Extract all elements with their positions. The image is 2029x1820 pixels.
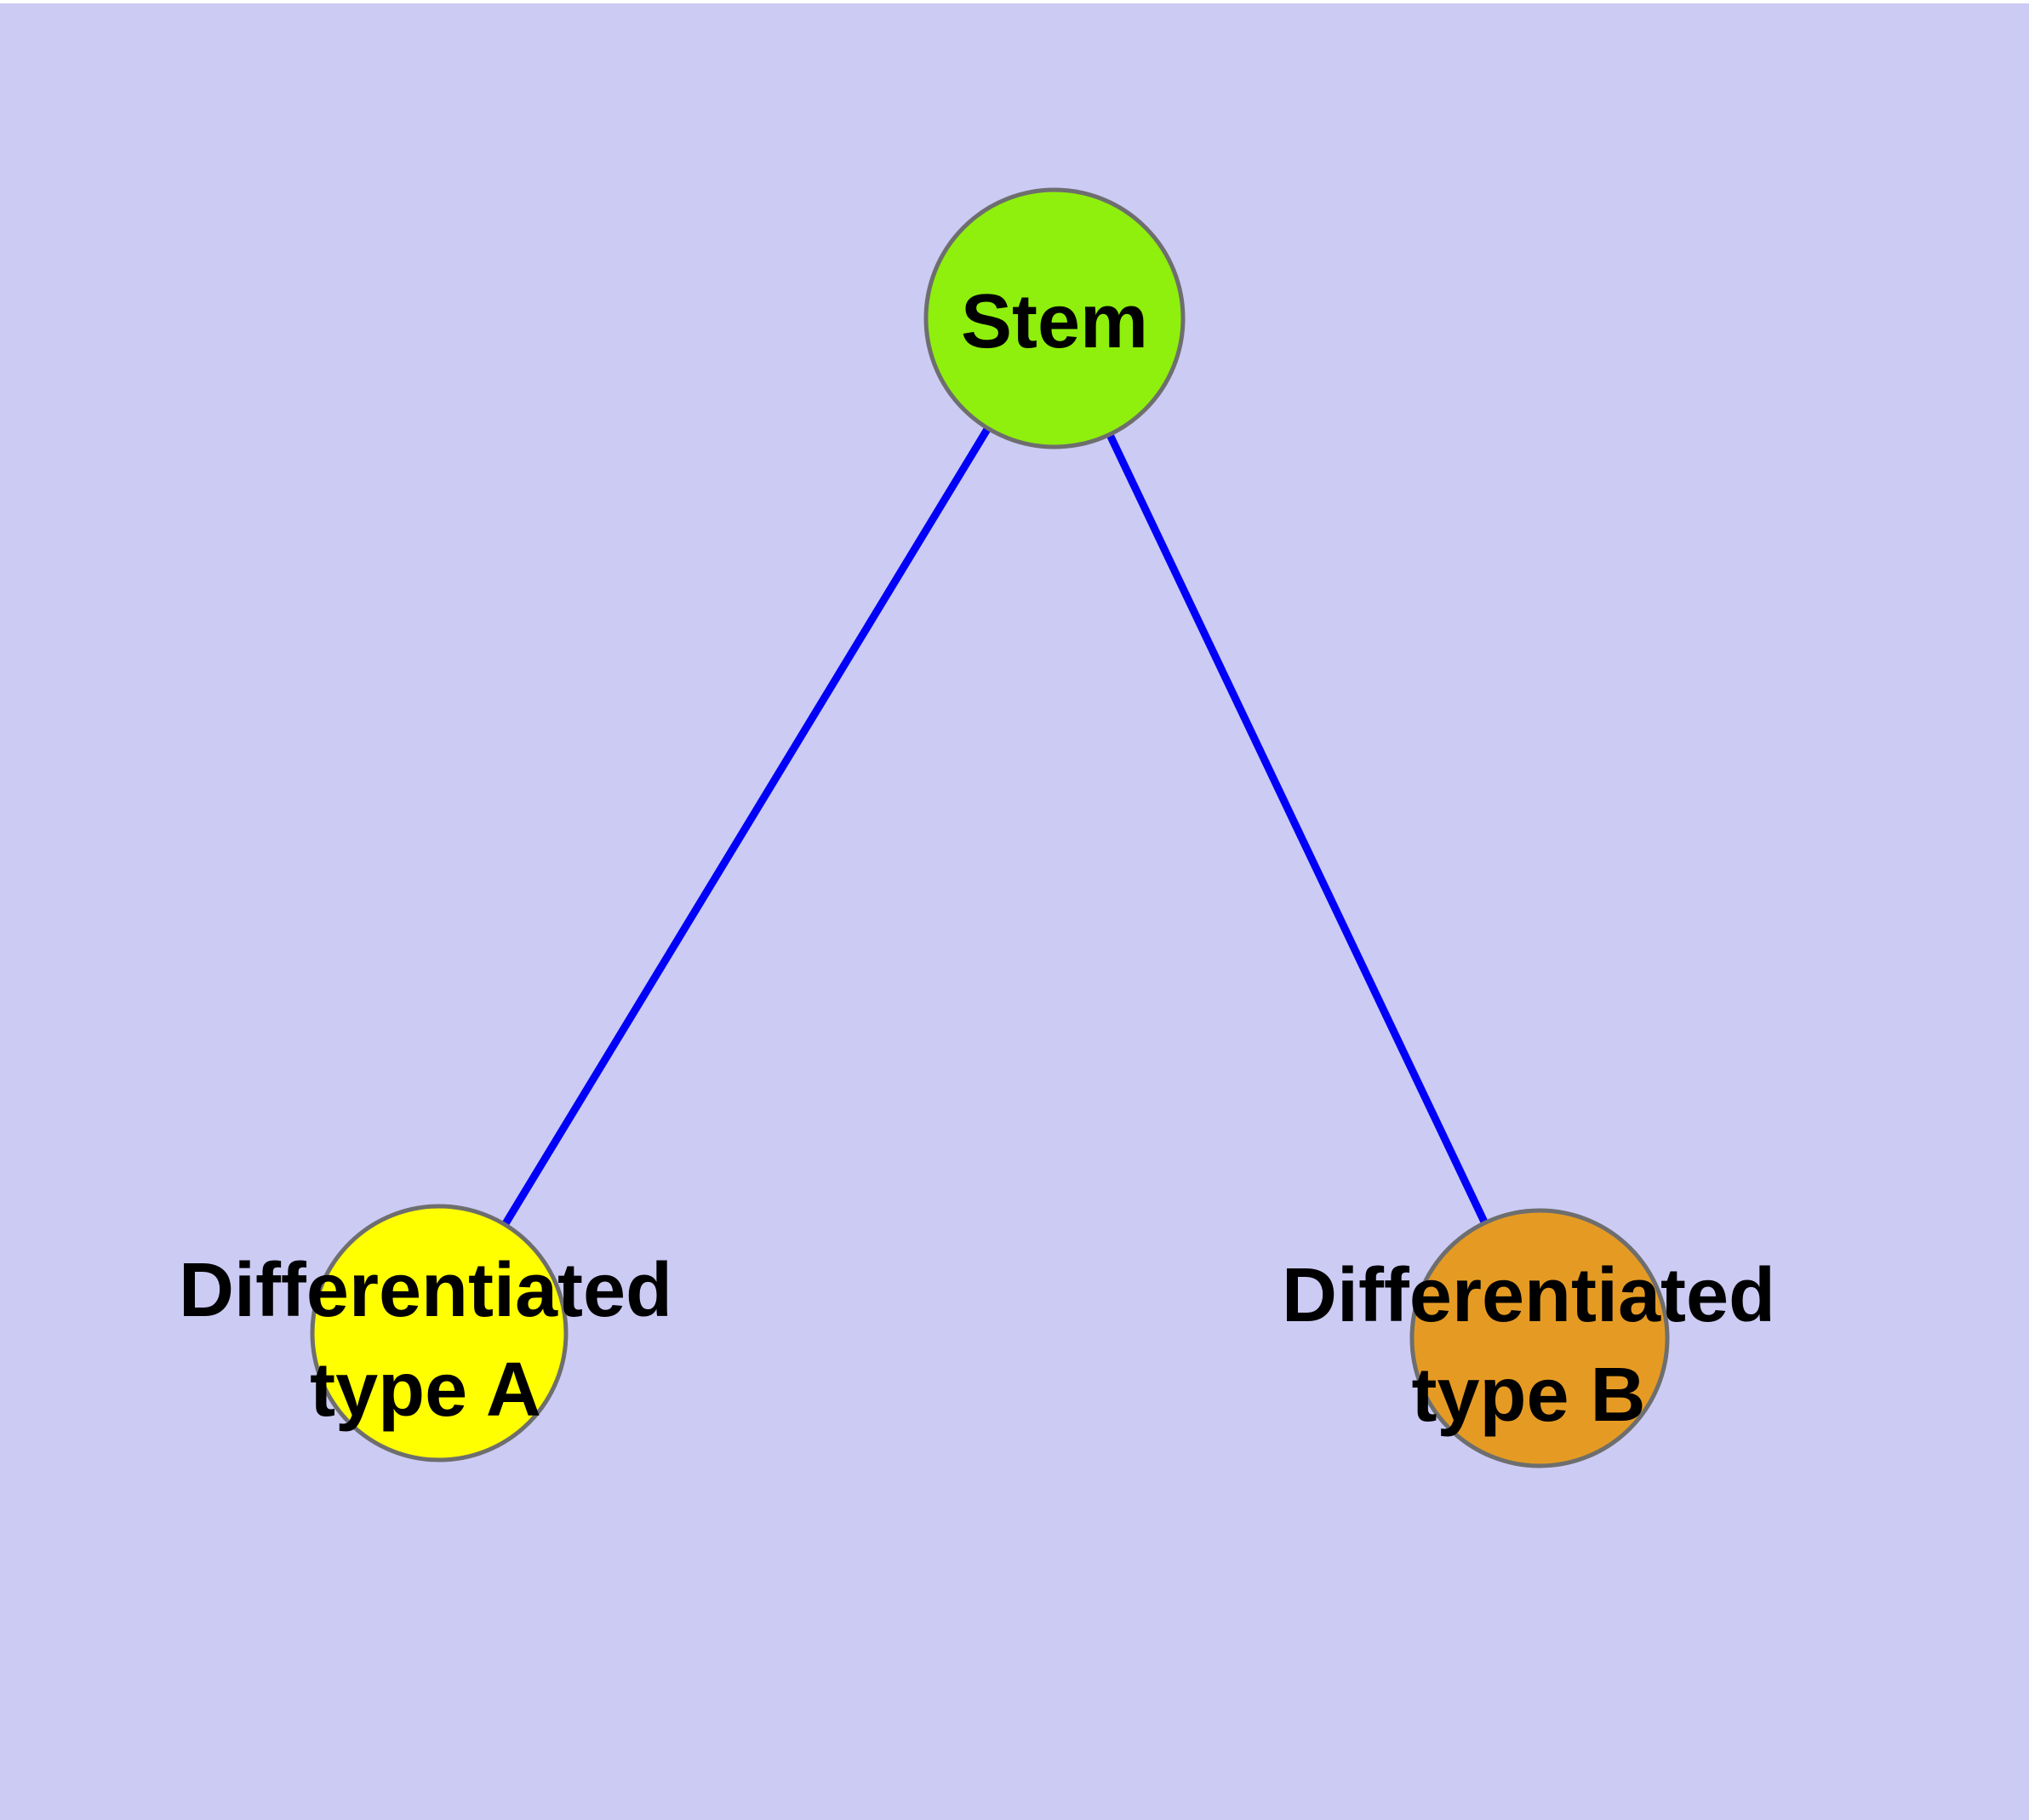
label-layer: Stem Differentiated type A Differentiate…: [179, 279, 1775, 1438]
node-type-a-label-line2: type A: [310, 1348, 541, 1433]
node-stem-circle: [923, 187, 1186, 449]
node-type-b-circle: [1409, 1208, 1670, 1468]
edge-layer: [436, 316, 1544, 1340]
node-layer: [310, 187, 1670, 1468]
node-type-b-label-line2: type B: [1411, 1353, 1645, 1438]
node-stem-label: Stem: [961, 279, 1148, 364]
edge-stem-to-type-b: [1050, 317, 1544, 1340]
node-type-b-label-line1: Differentiated: [1282, 1253, 1775, 1338]
node-type-a-circle: [310, 1204, 569, 1462]
edge-stem-to-type-a: [436, 316, 1058, 1336]
node-type-a-label-line1: Differentiated: [179, 1248, 672, 1333]
